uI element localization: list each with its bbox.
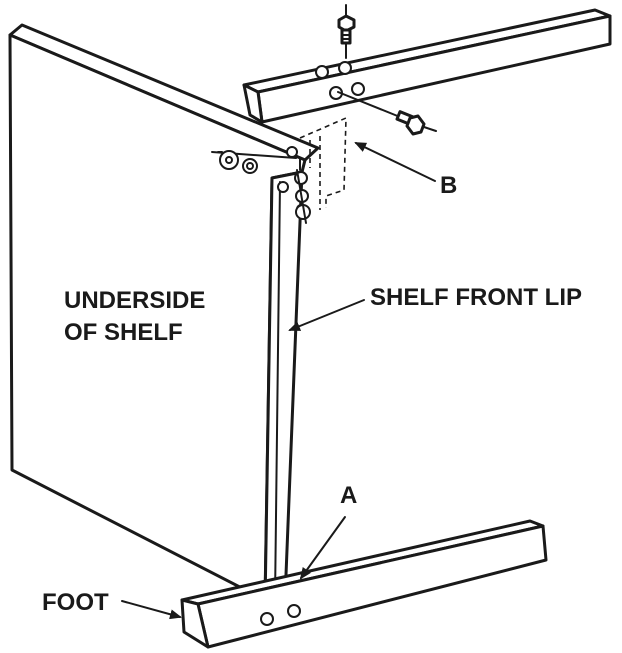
foot-rail xyxy=(180,519,548,649)
label-underside-line2: OF SHELF xyxy=(64,319,183,346)
fastener-set-left xyxy=(211,146,298,174)
lip-hole-upper xyxy=(277,181,289,193)
arrow-foot xyxy=(121,600,182,620)
label-foot: FOOT xyxy=(42,589,109,616)
arrow-shelf-front-lip xyxy=(288,299,365,331)
top-rail xyxy=(242,8,612,124)
top-rail-hole-2 xyxy=(338,61,352,75)
arrow-b xyxy=(354,142,436,182)
fastener-set-lower xyxy=(294,169,311,224)
label-shelf-front-lip: SHELF FRONT LIP xyxy=(370,284,582,311)
arrow-a xyxy=(299,516,346,580)
leader-arrows xyxy=(121,142,436,620)
foot-hole-2 xyxy=(287,604,301,618)
side-bolt-icon xyxy=(337,91,437,136)
top-rail-hole-1 xyxy=(315,65,329,79)
shelf-panel xyxy=(8,23,320,602)
top-rail-hole-4 xyxy=(351,82,365,96)
label-point-b: B xyxy=(440,172,457,199)
vertical-bolt-icon xyxy=(337,4,356,59)
foot-hole-1 xyxy=(260,612,274,626)
shelf-front-lip xyxy=(263,170,306,607)
label-underside-line1: UNDERSIDE xyxy=(64,287,205,314)
hidden-bracket-outline xyxy=(299,116,347,210)
label-point-a: A xyxy=(340,482,357,509)
